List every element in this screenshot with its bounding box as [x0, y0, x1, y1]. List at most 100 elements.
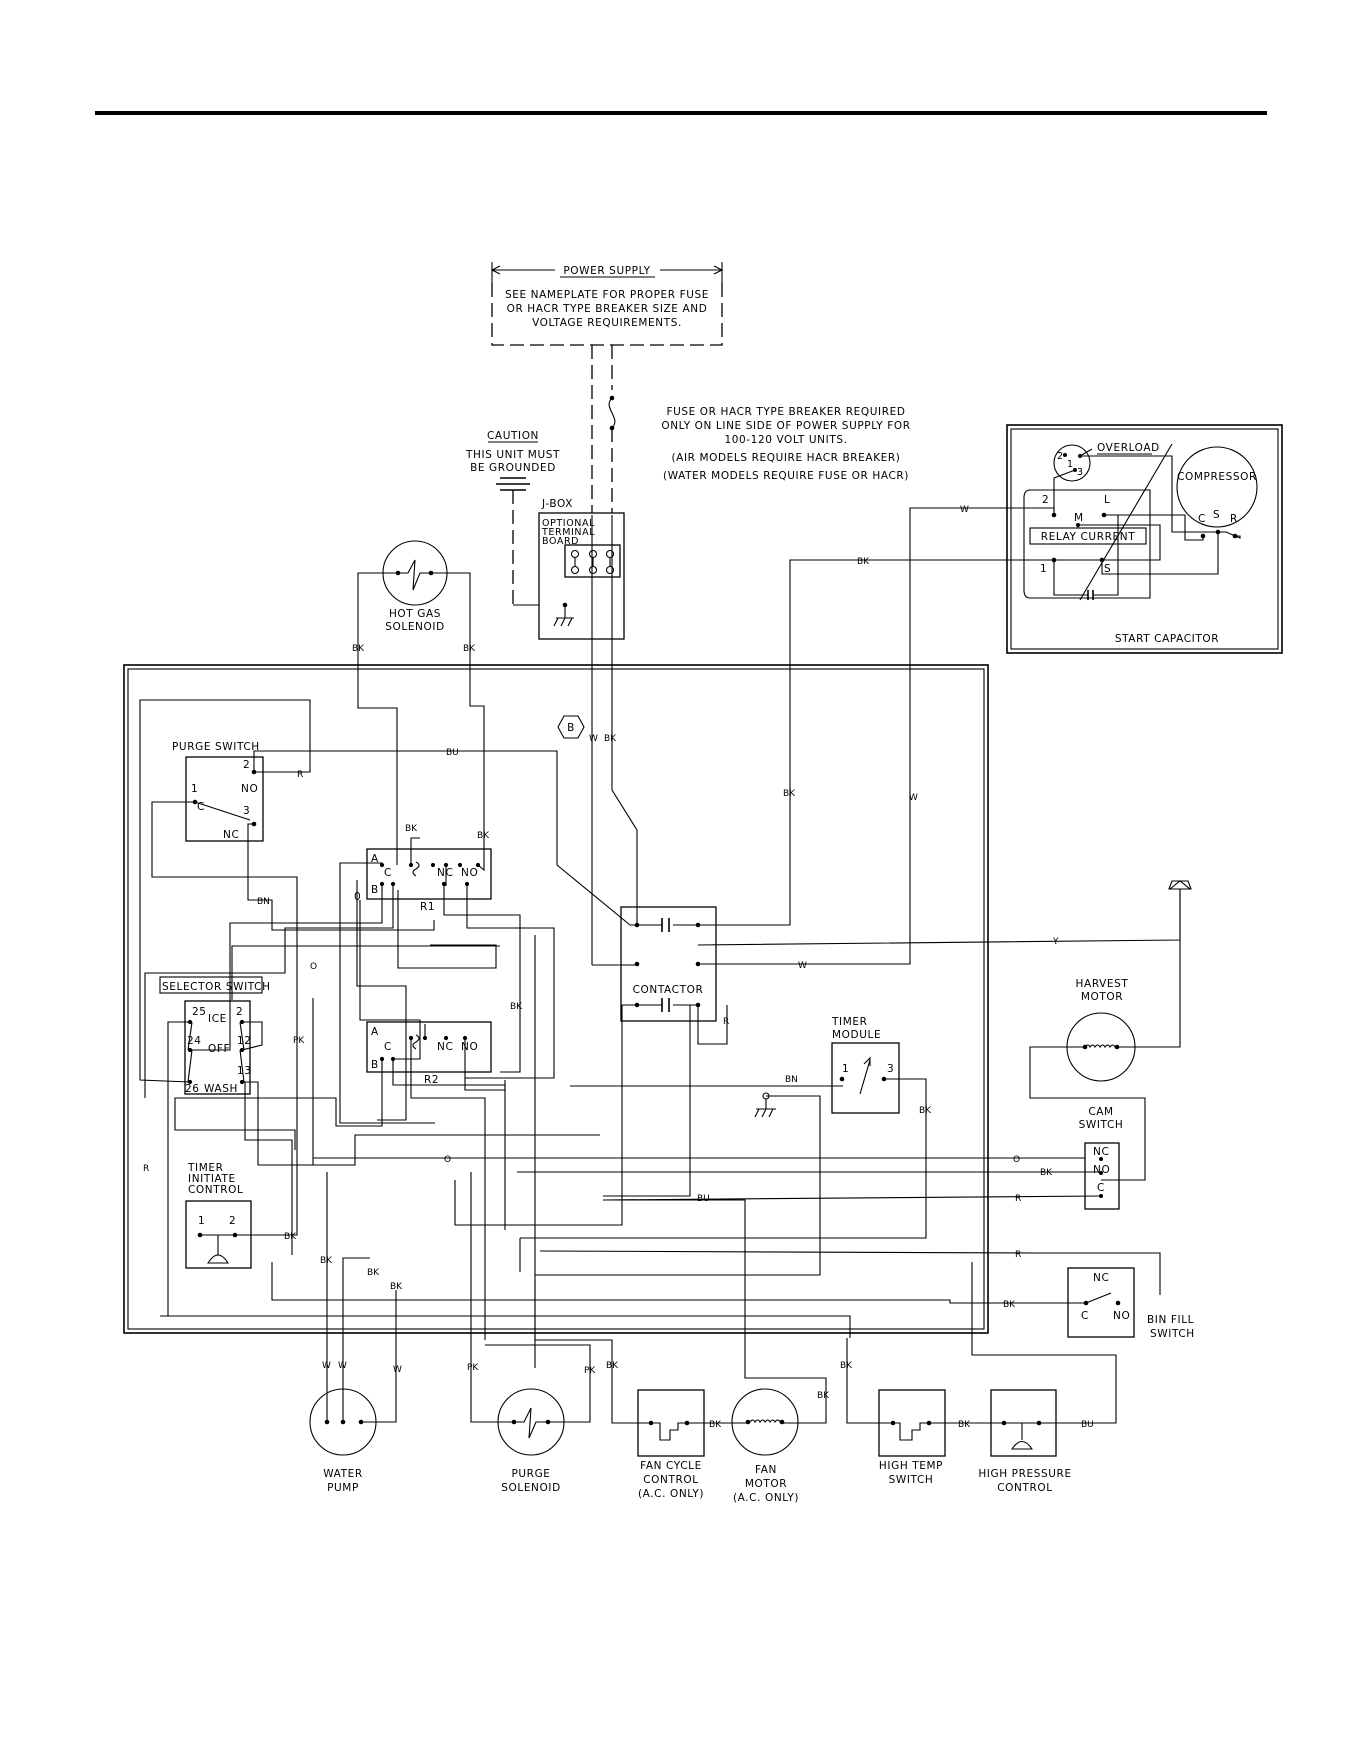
fuse-icon	[608, 397, 616, 429]
fan-motor-coil-icon	[749, 1419, 781, 1424]
jbox-terminal-3: BOARD	[542, 536, 579, 547]
timer-initiate-t1: 1	[198, 1215, 205, 1227]
pressure-icon	[207, 1254, 229, 1264]
fuse-note: FUSE OR HACR TYPE BREAKER REQUIRED ONLY …	[661, 406, 910, 482]
r1-c: C	[384, 867, 392, 879]
overload-t2: 2	[1057, 451, 1064, 462]
compressor-s: S	[1213, 509, 1220, 521]
j-box: J-BOX OPTIONAL TERMINAL BOARD	[538, 498, 625, 640]
r2-a: A	[371, 1026, 379, 1038]
relay-m: M	[1074, 512, 1084, 524]
fan-motor-label-3: (A.C. ONLY)	[733, 1492, 799, 1504]
marker-b-label: B	[567, 722, 575, 734]
timer-initiate-control: TIMER INITIATE CONTROL 1 2	[185, 1162, 252, 1269]
r1-a: A	[371, 853, 379, 865]
high-temp-label-1: HIGH TEMP	[879, 1460, 943, 1472]
wire-label: W	[393, 1365, 402, 1375]
power-supply-note-1: SEE NAMEPLATE FOR PROPER FUSE	[505, 289, 709, 301]
marker-b: B	[557, 715, 585, 739]
relay-t1: 1	[1040, 563, 1047, 575]
control-box	[123, 664, 989, 1334]
fan-cycle-label-1: FAN CYCLE	[640, 1460, 702, 1472]
selector-switch-label: SELECTOR SWITCH	[162, 981, 271, 993]
wire-label: BK	[1003, 1300, 1016, 1310]
water-pump-label-2: PUMP	[327, 1482, 359, 1494]
water-pump-label-1: WATER	[323, 1468, 363, 1480]
r2-c: C	[384, 1041, 392, 1053]
wire-label: W	[960, 505, 969, 515]
sel-t13: 13	[237, 1065, 252, 1077]
cam-switch-label-1: CAM	[1088, 1106, 1113, 1118]
jbox-label: J-BOX	[541, 498, 573, 510]
fuse-note-line-3: 100-120 VOLT UNITS.	[724, 434, 847, 446]
overload-label: OVERLOAD	[1097, 442, 1160, 454]
wire-label: BK	[709, 1420, 722, 1430]
cam-c: C	[1097, 1182, 1105, 1194]
wiring	[139, 507, 1181, 1424]
selector-switch: SELECTOR SWITCH 25 ICE 2 24 OFF 12 13 26…	[159, 976, 271, 1095]
wire-label: BK	[367, 1268, 380, 1278]
caution-note: CAUTION THIS UNIT MUST BE GROUNDED	[465, 430, 565, 606]
wire-label: BU	[1081, 1420, 1094, 1430]
timer-module: TIMER MODULE 1 3	[831, 1016, 900, 1114]
r2-no: NO	[461, 1041, 478, 1053]
wire-label: R	[297, 770, 303, 780]
hot-gas-label-1: HOT GAS	[389, 608, 441, 620]
harvest-motor: HARVEST MOTOR	[1066, 978, 1136, 1082]
wire-label: PK	[467, 1363, 479, 1373]
purge-switch: PURGE SWITCH 2 NO 1 C 3 NC	[172, 741, 264, 842]
bin-fill-label-1: BIN FILL	[1147, 1314, 1194, 1326]
cam-no: NO	[1093, 1164, 1110, 1176]
relay-s: S	[1104, 563, 1111, 575]
wire-label: W	[909, 793, 918, 803]
purge-no: NO	[241, 783, 258, 795]
wire-label: BN	[785, 1075, 798, 1085]
high-pressure-label-2: CONTROL	[997, 1482, 1052, 1494]
wire-label: BK	[604, 734, 617, 744]
start-capacitor-label: START CAPACITOR	[1115, 633, 1219, 645]
cam-switch-label-2: SWITCH	[1079, 1119, 1124, 1131]
wire-label: R	[723, 1017, 729, 1027]
purge-solenoid-label-1: PURGE	[511, 1468, 550, 1480]
timer-initiate-t2: 2	[229, 1215, 236, 1227]
wire-label: BK	[783, 789, 796, 799]
pressure-switch-icon	[1010, 1440, 1034, 1450]
bin-fill-no: NO	[1113, 1310, 1130, 1322]
wire-label: R	[143, 1164, 149, 1174]
cam-nc: NC	[1093, 1146, 1109, 1158]
wire-label: BU	[446, 748, 459, 758]
relay-t2: 2	[1042, 494, 1049, 506]
wire-label: BK	[284, 1232, 297, 1242]
wire-label: BK	[390, 1282, 403, 1292]
purge-coil-icon	[514, 1407, 548, 1439]
sel-t24: 24	[187, 1035, 202, 1047]
sel-t12: 12	[237, 1035, 252, 1047]
power-supply-title: POWER SUPPLY	[563, 265, 650, 277]
wire-label: BK	[857, 557, 870, 567]
plug-icon	[1168, 880, 1192, 890]
timer-initiate-label-2: INITIATE	[188, 1173, 236, 1185]
wire-label: BK	[1040, 1168, 1053, 1178]
cam-switch: CAM SWITCH NC NO C	[1079, 1106, 1124, 1210]
timer-module-t3: 3	[887, 1063, 894, 1075]
relay-l: L	[1104, 494, 1110, 506]
r1-nc: NC	[437, 867, 453, 879]
purge-switch-label: PURGE SWITCH	[172, 741, 260, 753]
jbox-terminal-2: TERMINAL	[541, 527, 595, 538]
sel-t2: 2	[236, 1006, 243, 1018]
fuse-note-line-2: ONLY ON LINE SIDE OF POWER SUPPLY FOR	[661, 420, 910, 432]
overload-t1: 1	[1067, 459, 1074, 470]
high-pressure-control: HIGH PRESSURE CONTROL	[978, 1389, 1071, 1494]
wire-label: BU	[697, 1194, 710, 1204]
wire-label: BK	[352, 644, 365, 654]
wire-label: W	[798, 961, 807, 971]
wire-label: R	[1015, 1250, 1021, 1260]
wire-label: BK	[817, 1391, 830, 1401]
wire-label: PK	[584, 1366, 596, 1376]
fan-motor: FAN MOTOR (A.C. ONLY)	[731, 1388, 799, 1504]
wire-label: BK	[405, 824, 418, 834]
motor-coil-icon	[1084, 1044, 1116, 1049]
jbox-terminal-1: OPTIONAL	[542, 518, 595, 529]
solenoid-coil-icon	[398, 559, 431, 591]
